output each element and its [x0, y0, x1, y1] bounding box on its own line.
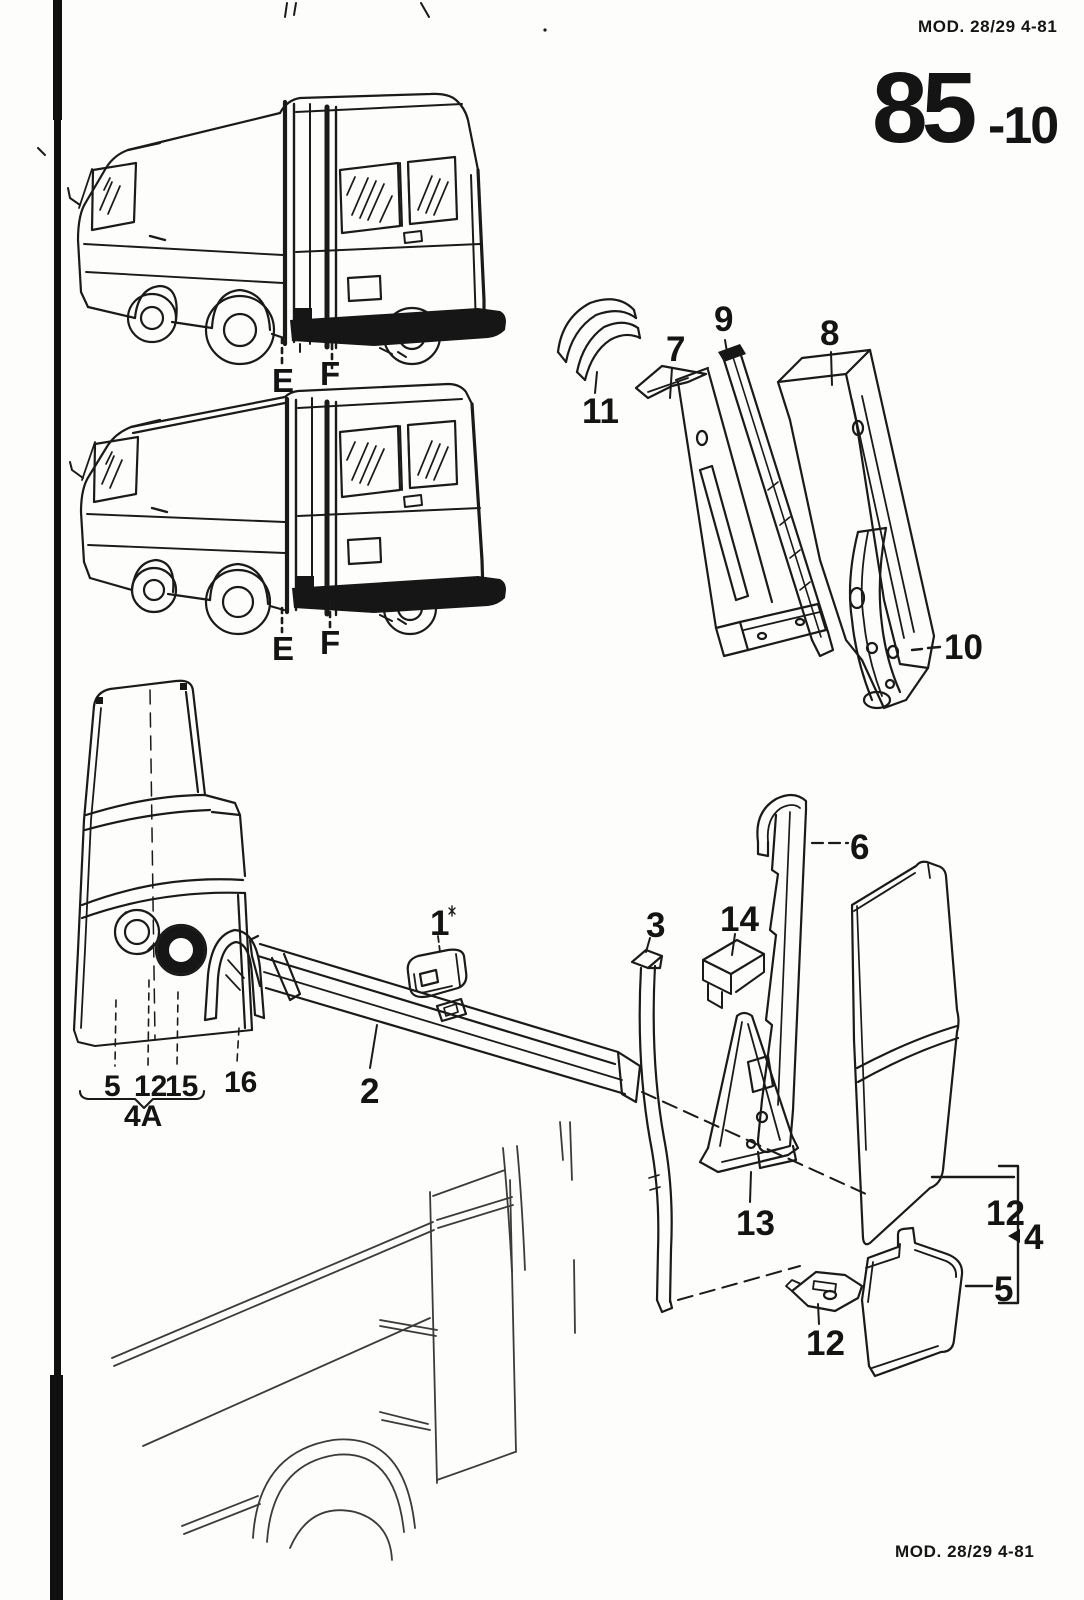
part-11-roof-corner: [556, 298, 642, 394]
part-16-arch-trim: [203, 928, 266, 1022]
callout-1: 1: [430, 904, 450, 943]
part-7-d-pillar: [634, 364, 828, 658]
callout-12-bracket: 12: [986, 1194, 1025, 1233]
part-14-bracket: [701, 933, 766, 1009]
callout-6: 6: [850, 828, 870, 867]
section-suffix: -10: [988, 97, 1059, 155]
part-9-pillar-strip: [718, 339, 835, 658]
part-8-outer-panel: [776, 348, 936, 710]
part-13-gusset: [698, 1011, 800, 1203]
callout-12-group: 12: [134, 1070, 168, 1103]
callout-16: 16: [224, 1066, 258, 1099]
license-recess: [346, 536, 383, 566]
rear-window-right: [406, 155, 459, 226]
assembly-lines: [641, 1091, 867, 1301]
rear-window-left: [338, 161, 402, 235]
part-1-latch: [406, 905, 468, 999]
group-bracket: [930, 1164, 1020, 1305]
part-2-sill-rail: [248, 934, 642, 1104]
high-roof-van-illustration: [67, 92, 506, 370]
low-roof-van-illustration: [69, 382, 506, 636]
body-side-sketch: [111, 1121, 576, 1561]
callout-4a: 4A: [124, 1100, 163, 1133]
taillight: [293, 308, 312, 320]
callout-5-bracket: 5: [994, 1270, 1014, 1309]
cab-window: [92, 435, 140, 504]
callout-7: 7: [666, 330, 686, 369]
door-handle: [403, 494, 423, 508]
part-10-curved-channel: [848, 526, 942, 710]
callout-15-group: 15: [165, 1070, 199, 1103]
taillight: [295, 576, 314, 588]
corner-pillar-panel: [72, 679, 266, 1110]
grommet-small: [113, 908, 161, 956]
view-label-f-low-roof: F: [320, 624, 341, 661]
callout-5-group: 5: [104, 1070, 121, 1103]
callout-3: 3: [646, 906, 666, 945]
part-5-corner-cap: [860, 1226, 964, 1378]
rear-bumper: [292, 576, 506, 613]
view-label-e-low-roof: E: [272, 630, 295, 667]
part-12-clip: [785, 1270, 864, 1325]
callout-13: 13: [736, 1204, 775, 1243]
binding-bar: [50, 0, 63, 1600]
callout-14: 14: [720, 900, 759, 939]
door-handle: [403, 230, 423, 244]
callout-12-clip: 12: [806, 1324, 845, 1363]
callout-11: 11: [582, 392, 619, 431]
section-number: 85: [872, 52, 977, 164]
callout-10: 10: [944, 628, 983, 667]
callout-9: 9: [714, 300, 734, 339]
rear-window-left: [338, 424, 402, 499]
quarter-panel: [850, 860, 960, 1246]
cab-window: [90, 161, 138, 232]
view-label-f-high-roof: F: [320, 355, 341, 392]
footer-code: MOD. 28/29 4-81: [895, 1542, 1035, 1561]
rear-bumper: [290, 308, 506, 346]
stray-marks: [37, 2, 547, 156]
callout-2: 2: [360, 1072, 380, 1111]
grommet-ring: [154, 923, 208, 977]
callout-8: 8: [820, 314, 840, 353]
header-code: MOD. 28/29 4-81: [918, 17, 1058, 36]
view-label-e-high-roof: E: [272, 362, 295, 399]
part-6-inner-pillar: [756, 793, 850, 1170]
part-3-strip: [630, 937, 674, 1314]
rear-window-right: [406, 419, 459, 490]
callout-4-bracket: 4: [1024, 1218, 1044, 1257]
license-recess: [346, 274, 383, 303]
